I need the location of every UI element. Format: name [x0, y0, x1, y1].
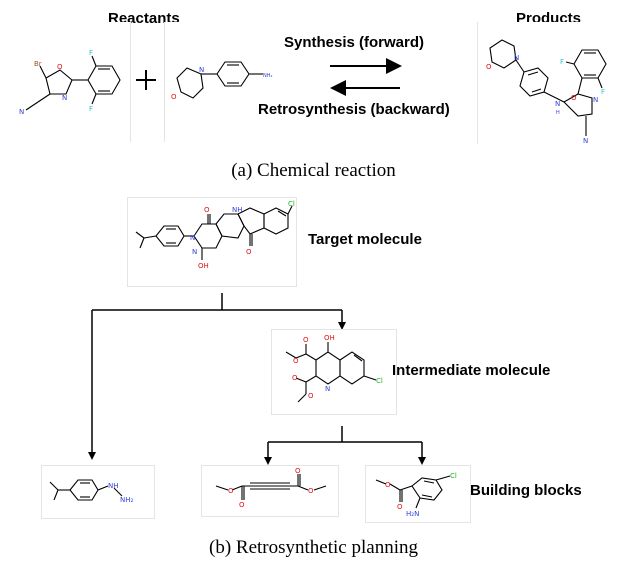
- fluorine-atom-top: F: [89, 49, 93, 57]
- target-oxygen-top: O: [204, 206, 210, 214]
- bromine-atom: Br: [34, 60, 42, 68]
- product-oxazole-oxygen: O: [571, 94, 577, 102]
- bb3-chlorine: Cl: [450, 472, 457, 480]
- caption-b: (b) Retrosynthetic planning: [209, 537, 418, 558]
- bb2-oxygen-3: O: [295, 467, 301, 475]
- building-block-2: O O O O: [202, 466, 338, 516]
- building-block-3: O O Cl H₂N: [366, 466, 470, 522]
- target-chlorine: Cl: [288, 200, 295, 208]
- building-blocks-label: Building blocks: [470, 482, 582, 499]
- product-nitrile-nitrogen: N: [583, 137, 588, 144]
- reactant-2-structure: O N NH₂: [171, 61, 273, 101]
- product-oxygen: O: [486, 63, 492, 71]
- bb2-oxygen-1: O: [228, 487, 234, 495]
- reactant-1-structure: Br O N F F N: [19, 49, 121, 116]
- target-nitrogen-1: N: [190, 234, 195, 242]
- intermediate-oxygen-3: O: [292, 374, 298, 382]
- retrosynthesis-backward-label: Retrosynthesis (backward): [258, 101, 450, 118]
- hydrazine-nh: NH: [108, 482, 119, 490]
- intermediate-oxygen-2: O: [293, 357, 299, 365]
- morpholine-nitrogen: N: [199, 66, 204, 74]
- bb2-oxygen-4: O: [308, 487, 314, 495]
- nitrile-nitrogen-atom: N: [19, 108, 24, 116]
- morpholine-oxygen: O: [171, 93, 177, 101]
- intermediate-oxygen-4: O: [308, 392, 314, 400]
- building-block-1-structure: NH NH₂: [49, 479, 134, 504]
- product-amine-hydrogen: H: [556, 110, 560, 116]
- product-molecule: O N N H O N F F N: [478, 22, 620, 144]
- nitrogen-atom: N: [62, 94, 67, 102]
- intermediate-molecule: OH O O O O N Cl: [272, 330, 396, 414]
- caption-a: (a) Chemical reaction: [231, 160, 396, 181]
- target-molecule: O O N N NH OH Cl: [128, 198, 296, 286]
- target-hydroxyl: OH: [198, 262, 209, 270]
- intermediate-structure: OH O O O O N Cl: [285, 334, 383, 403]
- intermediate-hydroxyl: OH: [324, 334, 335, 342]
- bb2-oxygen-2: O: [239, 501, 245, 509]
- target-oxygen-bottom: O: [246, 248, 252, 256]
- intermediate-nitrogen: N: [325, 385, 330, 393]
- synthesis-forward-label: Synthesis (forward): [284, 34, 425, 51]
- building-block-2-structure: O O O O: [215, 467, 327, 509]
- hydrazine-nh2: NH₂: [120, 496, 134, 504]
- product-structure: O N N H O N F F N: [486, 39, 607, 144]
- intermediate-molecule-label: Intermediate molecule: [392, 362, 551, 379]
- reactant-2-molecule: O N NH₂: [165, 22, 283, 142]
- product-morpholine-nitrogen: N: [514, 54, 519, 62]
- target-nitrogen-2: N: [192, 248, 197, 256]
- intermediate-chlorine: Cl: [376, 377, 383, 385]
- product-fluorine-right: F: [601, 88, 605, 96]
- oxygen-atom: O: [57, 63, 63, 71]
- amine-group: NH₂: [263, 73, 273, 79]
- product-amine-nitrogen: N: [555, 100, 560, 108]
- building-block-3-structure: O O Cl H₂N: [375, 472, 457, 518]
- building-block-1: NH NH₂: [42, 466, 154, 518]
- reactant-1-molecule: Br O N F F N: [2, 22, 130, 142]
- target-structure: O O N N NH OH Cl: [135, 200, 295, 270]
- bb3-amine: H₂N: [406, 510, 419, 518]
- intermediate-oxygen-1: O: [303, 336, 309, 344]
- product-fluorine-left: F: [560, 58, 564, 66]
- bb3-oxygen-2: O: [397, 503, 403, 511]
- fluorine-atom-bottom: F: [89, 105, 93, 113]
- target-nh: NH: [232, 206, 243, 214]
- bb3-oxygen-1: O: [385, 481, 391, 489]
- target-molecule-label: Target molecule: [308, 231, 422, 248]
- product-oxazole-nitrogen: N: [593, 96, 598, 104]
